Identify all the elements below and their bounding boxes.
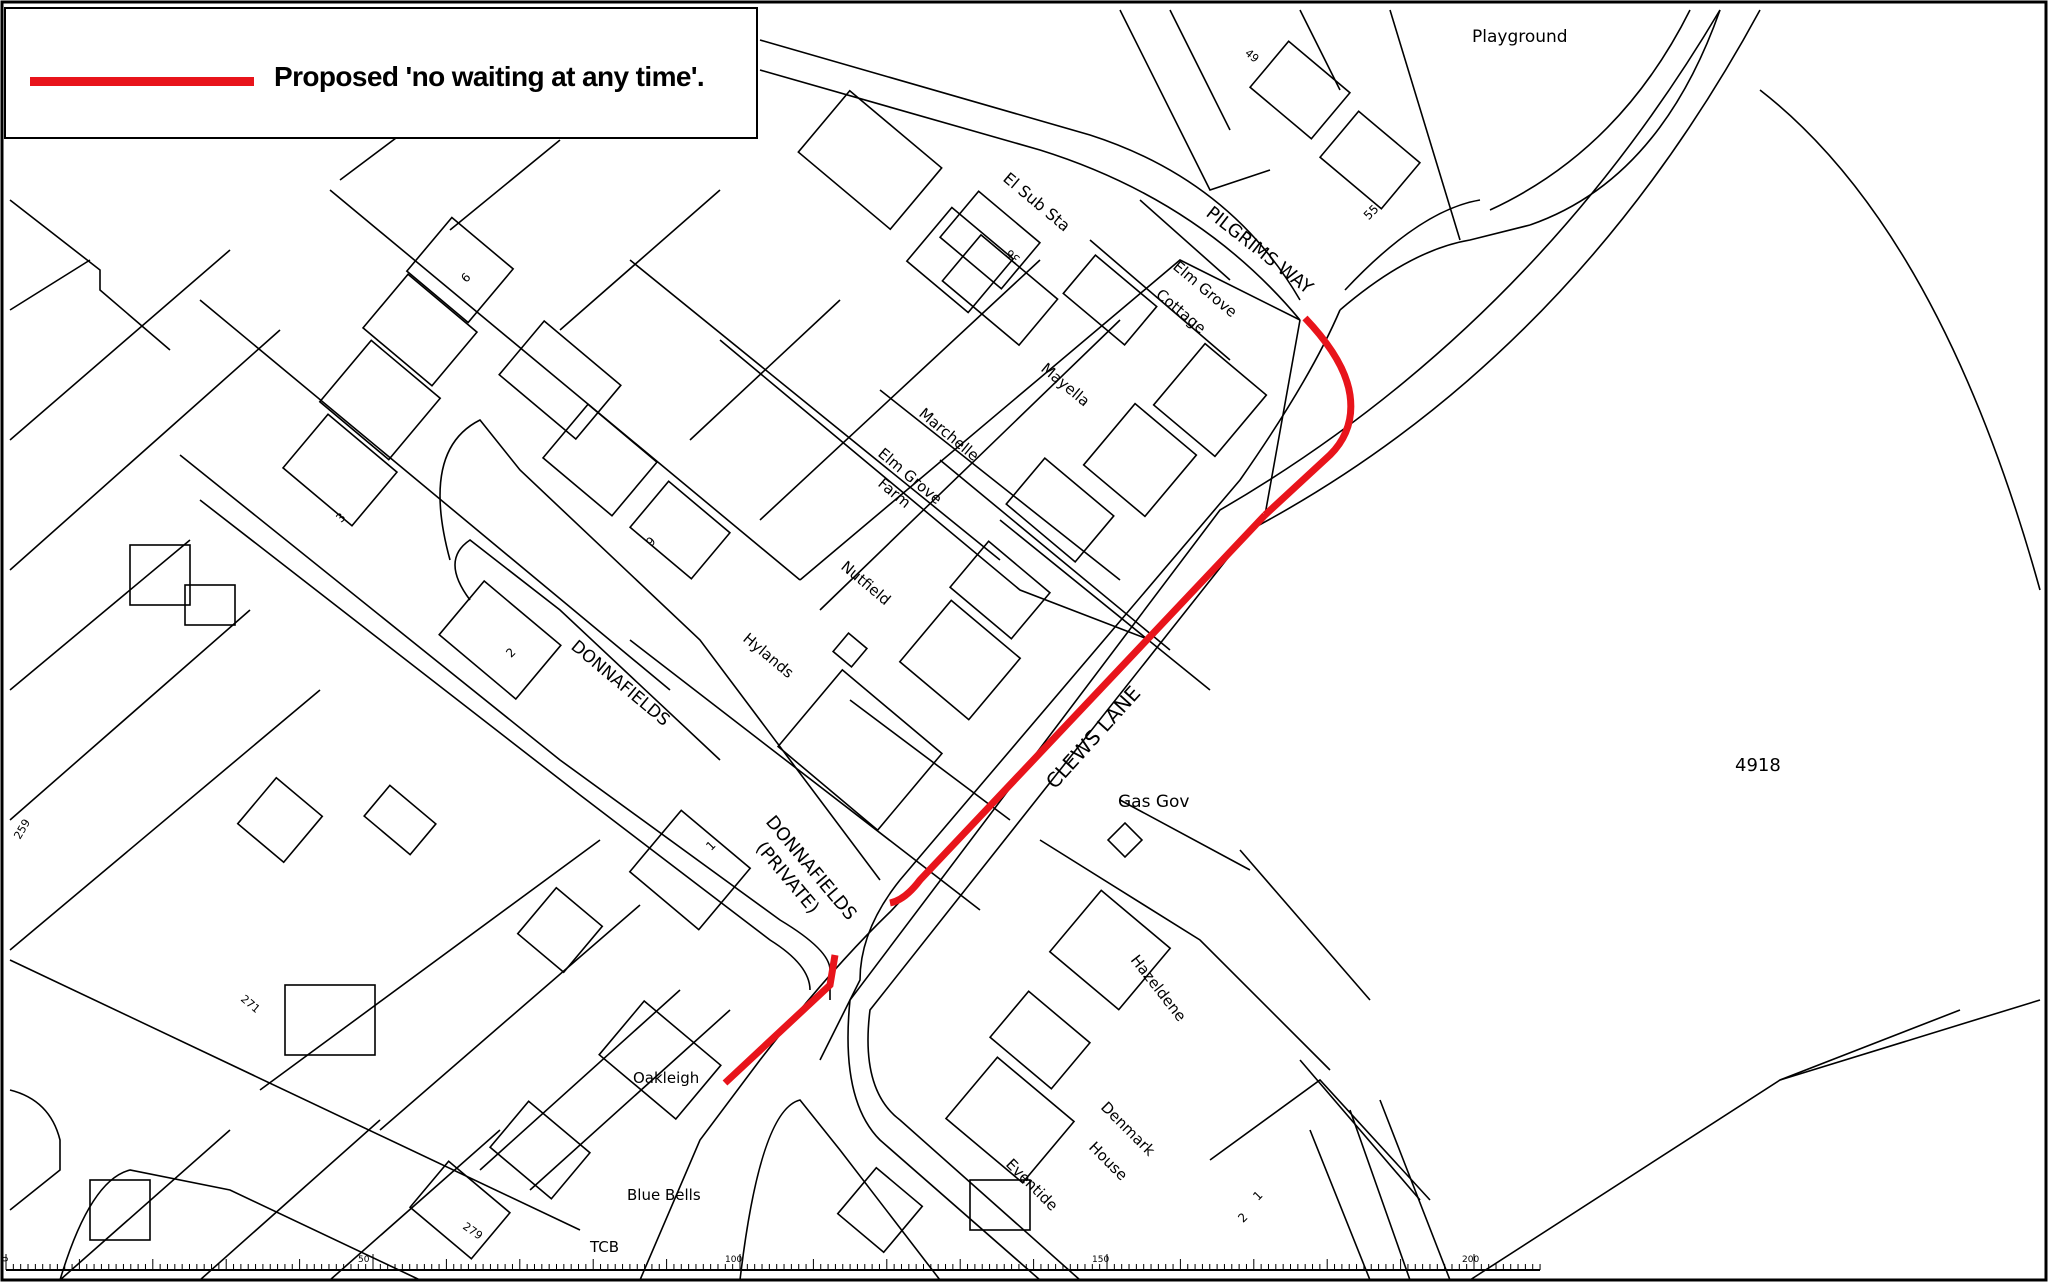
label-tcb: TCB	[589, 1238, 619, 1256]
clews-lane-east-edge	[819, 309, 1341, 1061]
scale-label-0: 0	[1, 1256, 11, 1262]
label-house-36: 36	[1004, 247, 1023, 266]
base-linework	[9, 9, 2041, 1281]
label-mayella: Mayella	[1037, 359, 1093, 410]
legend-box: Proposed 'no waiting at any time'.	[4, 7, 758, 139]
label-el-sub-sta: El Sub Sta	[999, 169, 1074, 236]
donnafields-road	[179, 454, 831, 1000]
label-gas-gov: Gas Gov	[1118, 792, 1190, 812]
no-waiting-line-oakleigh	[722, 954, 839, 1086]
no-waiting-lines	[722, 315, 1355, 1086]
legend-label: Proposed 'no waiting at any time'.	[274, 61, 705, 92]
scale-bar: 0 50 100 150 200	[1, 1254, 1541, 1271]
buildings	[89, 40, 1422, 1260]
label-playground: Playground	[1472, 27, 1568, 47]
label-donnafields: DONNAFIELDS	[567, 637, 674, 731]
label-house-279: 279	[460, 1220, 485, 1243]
label-house-2: 2	[503, 645, 518, 660]
label-hylands: Hylands	[739, 629, 797, 682]
legend-swatch	[30, 77, 254, 86]
no-waiting-line-pilgrims-corner	[1262, 315, 1355, 518]
scale-label-150: 150	[1092, 1255, 1109, 1265]
scale-label-100: 100	[725, 1255, 742, 1265]
label-house-271: 271	[238, 992, 262, 1015]
label-house-6: 6	[458, 270, 473, 285]
pilgrims-way-north-edge	[759, 39, 1301, 301]
pilgrims-way-south-edge	[759, 69, 1301, 321]
label-house-3: 3	[333, 510, 348, 525]
label-house-259: 259	[11, 817, 33, 842]
label-house-2-east: 2	[1235, 1210, 1250, 1225]
label-house: House	[1085, 1138, 1131, 1184]
map-labels: Playground 49 55 PILGRIMS WAY El Sub Sta…	[11, 27, 1780, 1256]
scale-label-50: 50	[358, 1255, 370, 1265]
label-house-55: 55	[1361, 202, 1382, 223]
label-blue-bells: Blue Bells	[627, 1186, 701, 1204]
label-parcel-4918: 4918	[1735, 755, 1781, 776]
no-waiting-line-clews-lane	[889, 512, 1268, 907]
clews-lane-west-edge	[639, 319, 1301, 1281]
label-house-9: 9	[643, 534, 658, 549]
label-house-49: 49	[1242, 46, 1261, 65]
label-pilgrims-way: PILGRIMS WAY	[1202, 202, 1318, 299]
label-oakleigh: Oakleigh	[633, 1069, 699, 1087]
label-eventide: Eventide	[1002, 1155, 1061, 1214]
scale-label-200: 200	[1462, 1255, 1479, 1265]
label-house-1-east: 1	[1250, 1188, 1265, 1203]
